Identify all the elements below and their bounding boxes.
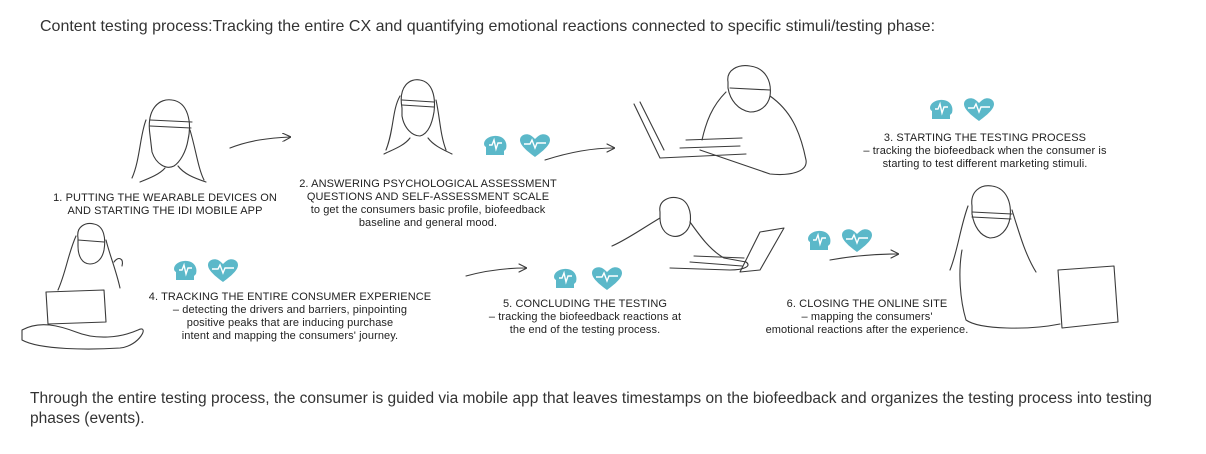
step-6-title: 6. CLOSING THE ONLINE SITE xyxy=(742,298,992,311)
step-1-caption: 1. PUTTING THE WEARABLE DEVICES ON AND S… xyxy=(40,192,290,218)
heart-pulse-icon xyxy=(964,98,994,121)
step-5-title: 5. CONCLUDING THE TESTING xyxy=(470,298,700,311)
step-3-title: 3. STARTING THE TESTING PROCESS xyxy=(820,132,1150,145)
step-4-desc-line-1: – detecting the drivers and barriers, pi… xyxy=(140,304,440,317)
head-waveform-icon xyxy=(930,100,952,119)
biofeedback-icons-step-5 xyxy=(552,266,622,297)
arrow-1-to-2 xyxy=(230,137,290,148)
step-5-desc-line-1: – tracking the biofeedback reactions at xyxy=(470,311,700,324)
biofeedback-icons-step-3 xyxy=(928,97,998,128)
biofeedback-icons-step-6 xyxy=(806,228,876,259)
person-step-3 xyxy=(634,66,806,175)
person-step-4 xyxy=(22,224,143,350)
heart-pulse-icon xyxy=(208,259,238,282)
person-step-1 xyxy=(132,100,206,182)
head-waveform-icon xyxy=(484,136,506,155)
biofeedback-icons-step-2 xyxy=(482,133,552,164)
arrow-4-to-5 xyxy=(466,268,526,276)
step-3-desc-line-2: starting to test different marketing sti… xyxy=(820,158,1150,171)
step-2-caption: 2. ANSWERING PSYCHOLOGICAL ASSESSMENT QU… xyxy=(290,178,566,230)
step-1-title-line-2: AND STARTING THE IDI MOBILE APP xyxy=(40,205,290,218)
step-4-desc-line-3: intent and mapping the consumers' journe… xyxy=(140,330,440,343)
step-3-desc-line-1: – tracking the biofeedback when the cons… xyxy=(820,145,1150,158)
footer-text: Through the entire testing process, the … xyxy=(30,389,1170,429)
person-step-5 xyxy=(612,198,784,272)
step-1-title-line-1: 1. PUTTING THE WEARABLE DEVICES ON xyxy=(40,192,290,205)
head-waveform-icon xyxy=(174,261,196,280)
heart-pulse-icon xyxy=(592,267,622,290)
step-6-desc-line-2: emotional reactions after the experience… xyxy=(742,324,992,337)
step-4-title: 4. TRACKING THE ENTIRE CONSUMER EXPERIEN… xyxy=(140,291,440,304)
arrow-2-to-3 xyxy=(545,148,614,160)
heart-pulse-icon xyxy=(520,134,550,157)
step-2-title-line-1: 2. ANSWERING PSYCHOLOGICAL ASSESSMENT xyxy=(290,178,566,191)
person-step-2 xyxy=(384,80,452,154)
biofeedback-icons-step-4 xyxy=(172,258,242,289)
heart-pulse-icon xyxy=(842,229,872,252)
head-waveform-icon xyxy=(808,231,830,250)
step-4-caption: 4. TRACKING THE ENTIRE CONSUMER EXPERIEN… xyxy=(140,291,440,343)
step-4-desc-line-2: positive peaks that are inducing purchas… xyxy=(140,317,440,330)
step-5-caption: 5. CONCLUDING THE TESTING – tracking the… xyxy=(470,298,700,337)
step-3-caption: 3. STARTING THE TESTING PROCESS – tracki… xyxy=(820,132,1150,171)
step-2-desc-line-2: baseline and general mood. xyxy=(290,217,566,230)
step-5-desc-line-2: the end of the testing process. xyxy=(470,324,700,337)
head-waveform-icon xyxy=(554,269,576,288)
step-6-caption: 6. CLOSING THE ONLINE SITE – mapping the… xyxy=(742,298,992,337)
step-2-title-line-2: QUESTIONS AND SELF-ASSESSMENT SCALE xyxy=(290,191,566,204)
step-6-desc-line-1: – mapping the consumers' xyxy=(742,311,992,324)
step-2-desc-line-1: to get the consumers basic profile, biof… xyxy=(290,204,566,217)
